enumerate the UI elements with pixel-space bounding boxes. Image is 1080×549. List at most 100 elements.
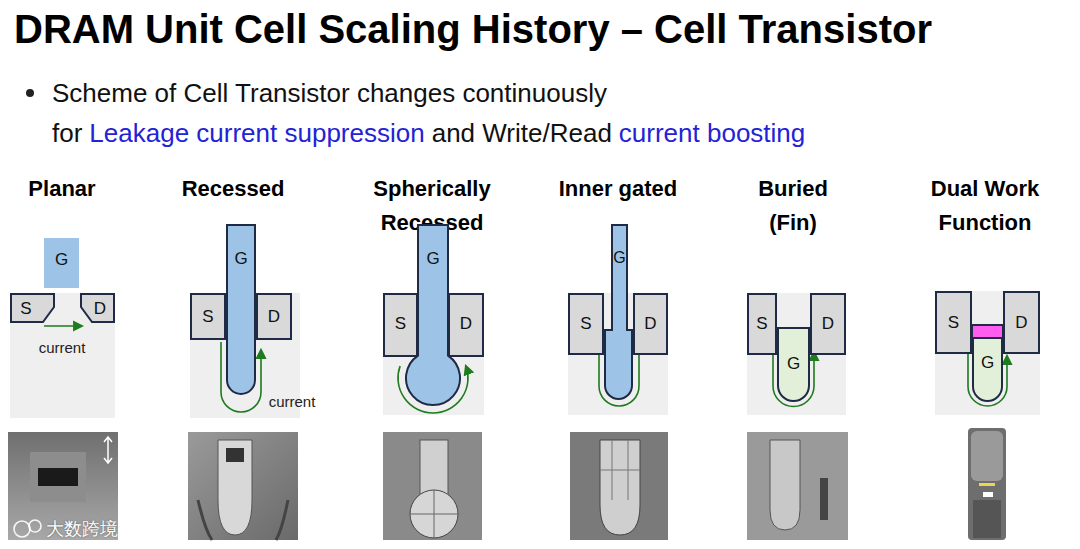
- bullet-text: current boosting: [619, 117, 805, 149]
- bullet-text: and Write/Read: [432, 117, 612, 149]
- column-heading: Planar: [2, 172, 122, 206]
- tem-photo: [968, 428, 1006, 540]
- photo-detail: [198, 500, 288, 540]
- drain-label: D: [94, 300, 106, 317]
- photo-detail: [973, 500, 1001, 538]
- source-label: S: [756, 315, 767, 332]
- drain-label: D: [460, 315, 472, 332]
- photo-ground: [383, 432, 482, 540]
- photo-ground: [8, 432, 118, 540]
- gate-box: G: [43, 237, 80, 289]
- drain-shape: [1004, 292, 1039, 353]
- drain-box: D: [80, 293, 115, 323]
- bullet-text: Scheme of Cell Transistor changes contin…: [52, 77, 607, 109]
- gate-shape: [973, 338, 1002, 401]
- photo-detail: [218, 440, 252, 535]
- tem-photo: [383, 432, 482, 540]
- source-shape: [11, 294, 54, 322]
- substrate: [935, 291, 1040, 415]
- drain-label: D: [644, 315, 656, 332]
- gate-label: G: [787, 355, 800, 372]
- photo-detail: [410, 490, 458, 538]
- column-heading: Recessed: [163, 172, 303, 206]
- current-label: current: [39, 339, 86, 356]
- source-box: S: [747, 293, 777, 355]
- gate-shape: [44, 238, 79, 288]
- photo-detail: [38, 468, 78, 486]
- photo-detail: [600, 440, 640, 500]
- bullet-line: Scheme of Cell Transistor changes contin…: [52, 77, 607, 109]
- current-label: current: [269, 393, 316, 410]
- drain-box: D: [1003, 291, 1040, 354]
- drain-label: D: [822, 315, 834, 332]
- gate-label: G: [613, 250, 625, 266]
- substrate: [747, 293, 846, 415]
- gate-shape: [605, 225, 632, 399]
- substrate: [10, 293, 115, 418]
- source-shape: [569, 294, 603, 354]
- source-box: S: [383, 293, 418, 357]
- gate-box: G: [972, 338, 1003, 402]
- gate-box: G: [604, 225, 633, 400]
- drain-label: D: [268, 308, 280, 325]
- drain-shape: [811, 294, 845, 354]
- drain-shape: [634, 294, 667, 354]
- drain-box: D: [633, 293, 668, 355]
- photo-detail: [30, 452, 86, 502]
- source-shape: [384, 294, 417, 356]
- watermark-logo: [14, 521, 30, 537]
- source-shape: [936, 292, 971, 353]
- tem-photo: [570, 432, 668, 540]
- column-heading: Inner gated: [533, 172, 703, 206]
- photo-ground: [968, 428, 1006, 540]
- source-label: S: [395, 315, 406, 332]
- source-shape: [191, 294, 225, 339]
- photo-detail: [226, 448, 244, 462]
- tem-photo: [747, 432, 848, 540]
- drain-box: D: [810, 293, 846, 355]
- column-heading: Buried (Fin): [738, 172, 848, 240]
- drain-box: D: [448, 293, 484, 357]
- photo-marker: [104, 437, 112, 463]
- photo-detail: [971, 431, 1003, 481]
- watermark-logo: [29, 520, 41, 532]
- photo-ground: [570, 432, 668, 540]
- photo-detail: [820, 478, 828, 520]
- source-box: S: [935, 291, 972, 354]
- source-box: S: [190, 293, 226, 340]
- gate-shape: [227, 225, 255, 394]
- drain-shape: [81, 294, 114, 322]
- photo-ground: [747, 432, 848, 540]
- drain-shape: [449, 294, 483, 356]
- gate-label: G: [55, 251, 68, 268]
- source-label: S: [202, 308, 213, 325]
- source-box: S: [568, 293, 604, 355]
- slide-title: DRAM Unit Cell Scaling History – Cell Tr…: [14, 6, 932, 52]
- bullet-line: forLeakage current suppressionand Write/…: [52, 117, 805, 149]
- source-box: S: [10, 293, 55, 323]
- bullet-text: for: [52, 117, 82, 149]
- gate-label: G: [234, 250, 247, 267]
- source-label: S: [948, 314, 959, 331]
- drain-shape: [257, 294, 291, 339]
- source-shape: [748, 294, 776, 354]
- photo-detail: [979, 483, 995, 486]
- photo-detail: [770, 440, 800, 530]
- photo-detail: [983, 492, 993, 497]
- gate-box: G: [226, 225, 256, 395]
- tem-photo: [188, 432, 298, 540]
- watermark: 大数跨境: [46, 517, 118, 541]
- current-arrow: [44, 325, 82, 327]
- drain-label: D: [1015, 314, 1027, 331]
- gate-label: G: [981, 354, 994, 371]
- source-label: S: [20, 300, 31, 317]
- column-heading: Dual Work Function: [892, 172, 1078, 240]
- work-function-layer: [972, 325, 1003, 338]
- photo-detail: [410, 490, 458, 538]
- drain-box: D: [256, 293, 292, 340]
- photo-detail: [600, 440, 640, 535]
- gate-label: G: [426, 250, 439, 267]
- tem-photo: [8, 432, 118, 540]
- gate-shape: [778, 328, 809, 401]
